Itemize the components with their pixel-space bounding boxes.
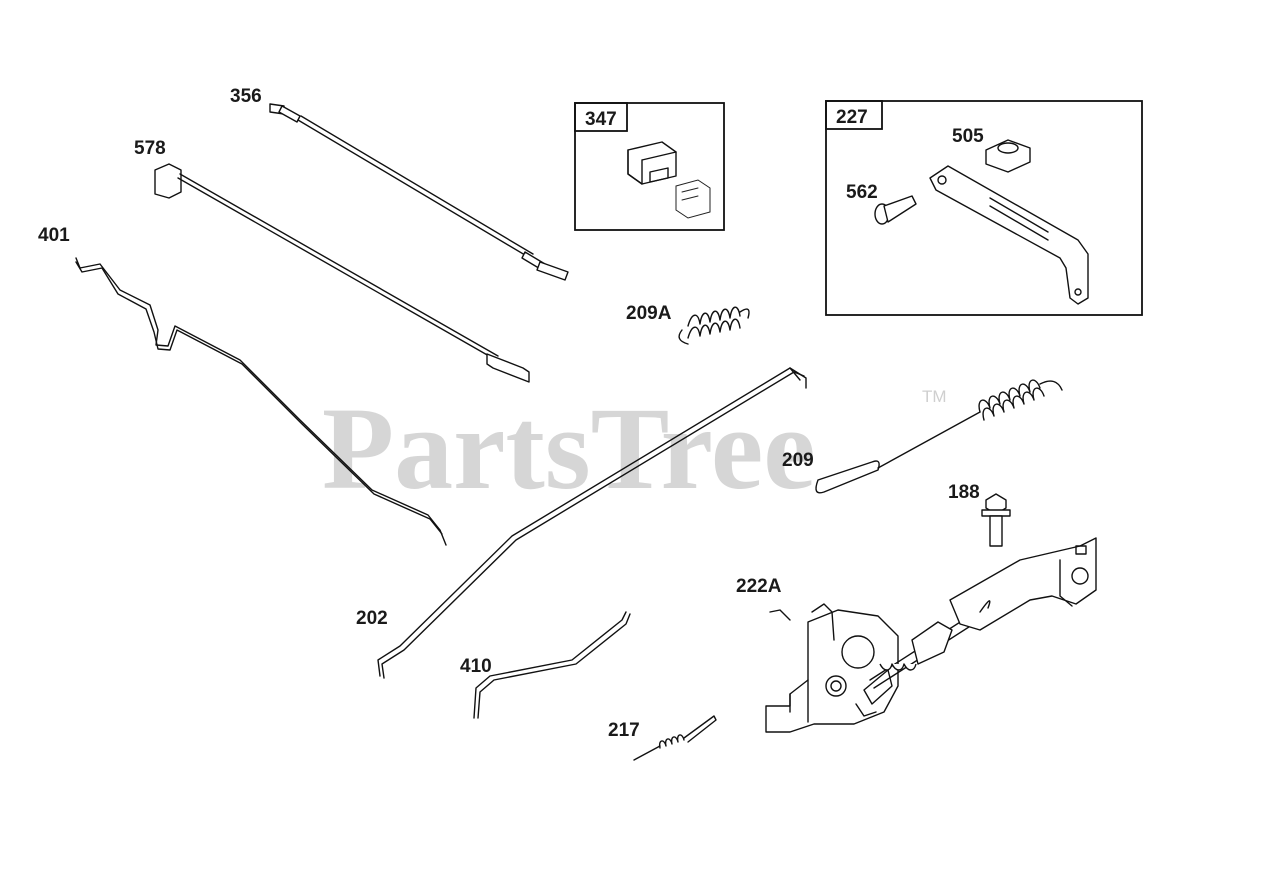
part-401-rod[interactable]	[75, 257, 447, 546]
part-356-wire-harness[interactable]	[269, 103, 569, 281]
part-578-cable[interactable]	[154, 163, 530, 383]
watermark-trademark: TM	[922, 387, 947, 406]
part-209A-spring[interactable]	[678, 306, 750, 345]
part-label-562[interactable]: 562	[846, 182, 878, 203]
part-label-222A[interactable]: 222A	[736, 576, 782, 597]
part-410-rod[interactable]	[473, 611, 631, 719]
part-217-spring[interactable]	[633, 715, 717, 761]
part-202-rod[interactable]	[377, 367, 807, 679]
watermark-text: PartsTree	[322, 383, 816, 514]
part-label-188[interactable]: 188	[948, 482, 980, 503]
part-347-switch-box[interactable]	[574, 102, 725, 231]
part-label-505[interactable]: 505	[952, 126, 984, 147]
part-label-217[interactable]: 217	[608, 720, 640, 741]
part-188-bolt[interactable]	[981, 493, 1011, 547]
part-label-410[interactable]: 410	[460, 656, 492, 677]
part-label-202[interactable]: 202	[356, 608, 388, 629]
part-227-bracket-arm[interactable]	[929, 165, 1089, 305]
part-227-bracket-box[interactable]	[825, 100, 1143, 316]
part-562-pin[interactable]	[874, 195, 917, 225]
part-label-227[interactable]: 227	[836, 107, 868, 128]
part-209-spring[interactable]	[815, 379, 1063, 494]
part-label-209A[interactable]: 209A	[626, 303, 672, 324]
part-label-347[interactable]: 347	[585, 109, 617, 130]
part-label-356[interactable]: 356	[230, 86, 262, 107]
part-505-spacer[interactable]	[985, 139, 1031, 173]
part-label-578[interactable]: 578	[134, 138, 166, 159]
part-222A-control-bracket[interactable]	[765, 537, 1097, 733]
part-label-209[interactable]: 209	[782, 450, 814, 471]
part-label-401[interactable]: 401	[38, 225, 70, 246]
